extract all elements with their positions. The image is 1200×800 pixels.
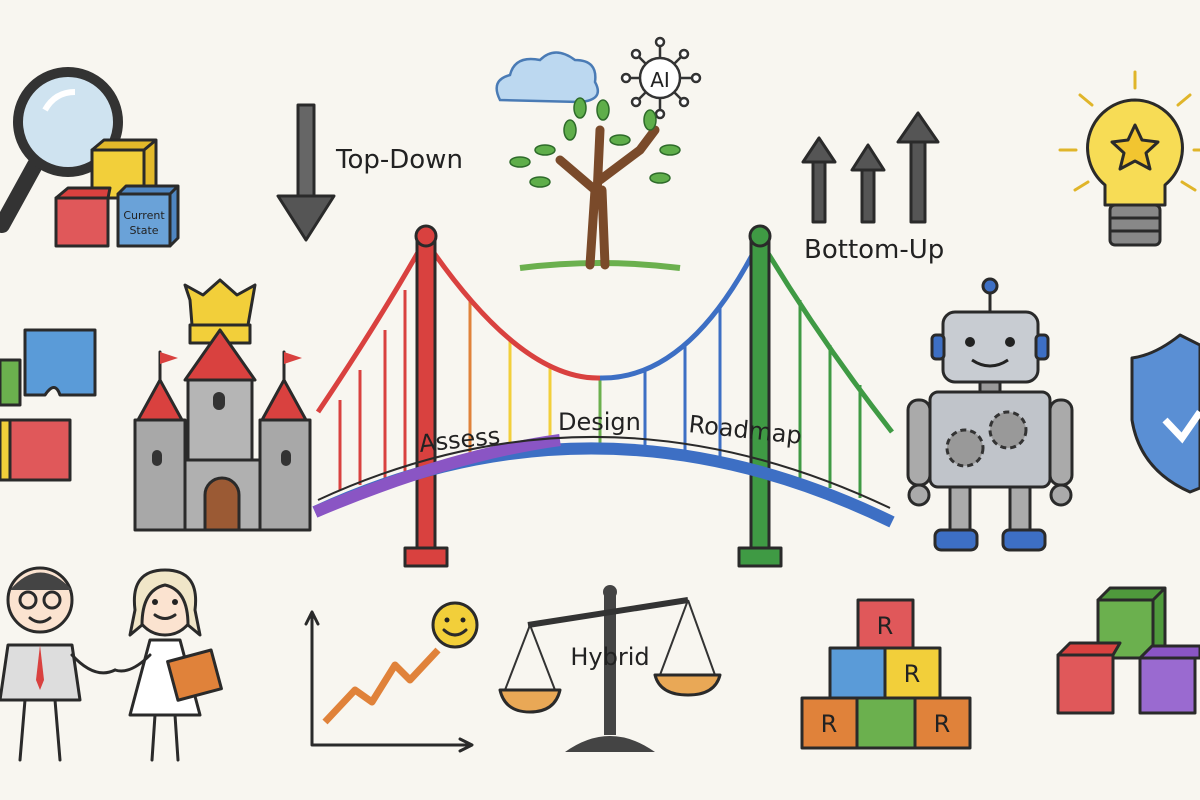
colored-cubes-icon [1056,586,1200,715]
r-blocks-icon: R R R R [800,598,972,750]
bridge-label-design: Design [558,408,641,436]
arrow-down-icon [276,103,336,242]
bridge-icon [312,224,895,568]
block-label: R [821,710,838,738]
crown-icon [183,278,257,327]
bottom-up-label: Bottom-Up [804,235,944,265]
castle-icon [133,278,312,532]
magnifier-icon [0,67,123,233]
handshake-people-icon [0,566,223,762]
block-label: R [877,612,894,640]
top-down-label: Top-Down [335,145,463,175]
cloud-icon [495,51,600,104]
bridge-label-roadmap: Roadmap [687,410,803,450]
lightbulb-icon [1058,70,1200,247]
puzzle-icon [0,328,97,482]
smiley-icon [431,601,479,649]
current-state-label-1: Current [123,209,165,222]
cubes-icon: Current State [54,138,180,248]
block-label: R [904,660,921,688]
arrows-up-icon [801,111,940,224]
hybrid-label: Hybrid [570,643,649,671]
growth-chart-icon [304,610,474,753]
block-label: R [934,710,951,738]
current-state-label-2: State [129,224,158,237]
ai-label: AI [650,68,670,92]
balance-scale-icon [498,585,722,752]
ai-network-icon [620,36,702,120]
tree-icon [509,97,681,271]
robot-icon [906,277,1074,552]
shield-check-icon [1130,333,1200,494]
